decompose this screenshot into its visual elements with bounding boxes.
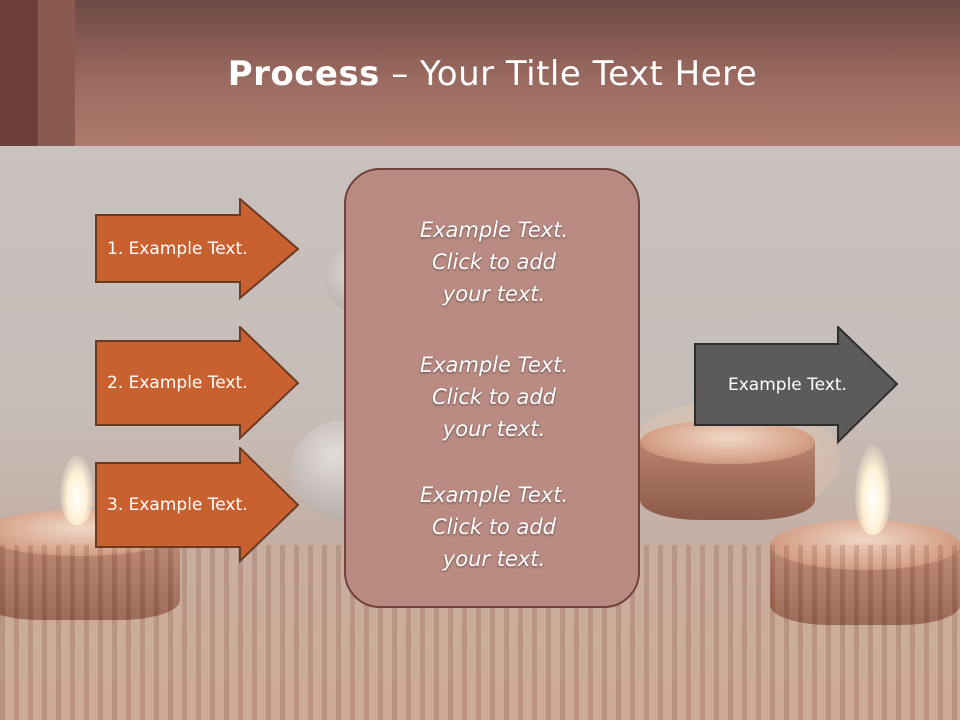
flame-right-icon bbox=[855, 445, 891, 535]
header-band bbox=[0, 0, 960, 146]
flame-left-icon bbox=[60, 455, 94, 525]
center-paragraph-3-line-1: Example Text. bbox=[419, 483, 569, 507]
left-arrow-3-label: 3. Example Text. bbox=[107, 495, 248, 515]
center-paragraph-2: Example Text. Click to add your text. bbox=[346, 349, 642, 445]
center-paragraph-1-line-3: your text. bbox=[442, 282, 546, 306]
left-arrow-2[interactable]: 2. Example Text. bbox=[95, 326, 301, 440]
left-arrow-1[interactable]: 1. Example Text. bbox=[95, 198, 301, 300]
center-paragraph-2-line-1: Example Text. bbox=[419, 353, 569, 377]
center-paragraph-2-line-2: Click to add bbox=[431, 385, 556, 409]
left-arrow-3[interactable]: 3. Example Text. bbox=[95, 447, 301, 563]
title-bold: Process bbox=[227, 54, 380, 94]
slide-title[interactable]: Process – Your Title Text Here bbox=[0, 54, 960, 94]
center-paragraph-3: Example Text. Click to add your text. bbox=[346, 479, 642, 575]
header-accent-dark bbox=[0, 0, 38, 146]
candle-middle bbox=[640, 420, 815, 464]
right-arrow[interactable]: Example Text. bbox=[694, 326, 900, 444]
center-paragraph-3-line-2: Click to add bbox=[431, 515, 556, 539]
center-paragraph-2-line-3: your text. bbox=[442, 417, 546, 441]
left-arrow-1-label: 1. Example Text. bbox=[107, 239, 248, 259]
center-paragraph-3-line-3: your text. bbox=[442, 547, 546, 571]
left-arrow-2-label: 2. Example Text. bbox=[107, 373, 248, 393]
header-accent-light bbox=[38, 0, 75, 146]
center-paragraph-1: Example Text. Click to add your text. bbox=[346, 214, 642, 310]
center-paragraph-1-line-1: Example Text. bbox=[419, 218, 569, 242]
right-arrow-label: Example Text. bbox=[728, 375, 847, 395]
center-text-box[interactable]: Example Text. Click to add your text. Ex… bbox=[344, 168, 640, 608]
title-rest: – Your Title Text Here bbox=[379, 54, 758, 94]
center-paragraph-1-line-2: Click to add bbox=[431, 250, 556, 274]
